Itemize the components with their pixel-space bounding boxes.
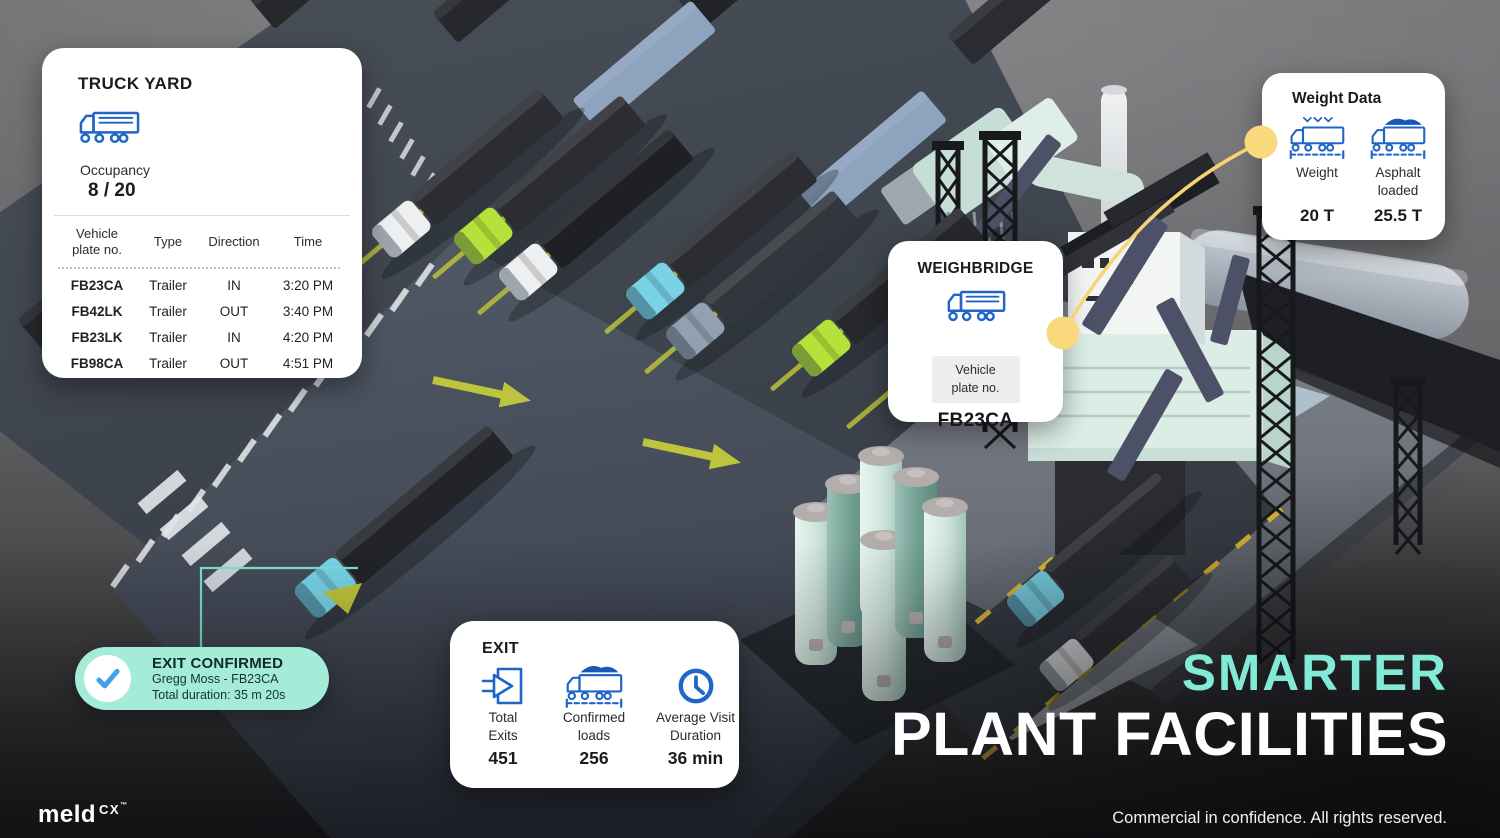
truck-yard-card: TRUCK YARD Occupancy 8 / 20 Vehicle plat… bbox=[42, 48, 362, 378]
weight-value: 20 T bbox=[1299, 206, 1335, 225]
exit-arrow-icon bbox=[460, 663, 546, 709]
weight-data-title: Weight Data bbox=[1292, 90, 1382, 107]
dotted-divider bbox=[58, 266, 340, 269]
table-row-plate: FB98CA bbox=[70, 356, 124, 371]
avg-visit-duration-stat: Average Visit Duration 36 min bbox=[642, 663, 749, 769]
table-row-type: Trailer bbox=[149, 304, 187, 319]
table-row-plate: FB42LK bbox=[71, 304, 123, 319]
weight-stat: Weight 20 T bbox=[1279, 117, 1355, 226]
truck-weigh-icon bbox=[1289, 117, 1345, 160]
col-header-type: Type bbox=[153, 234, 183, 250]
table-row-type: Trailer bbox=[149, 356, 187, 371]
col-header-plate: Vehicle plate no. bbox=[72, 226, 122, 258]
total-exits-value: 451 bbox=[488, 748, 518, 768]
occupancy-label: Occupancy bbox=[80, 162, 151, 178]
truck-icon bbox=[78, 108, 350, 154]
exit-card: EXIT Total Exits 451 bbox=[450, 621, 739, 788]
table-row-plate: FB23LK bbox=[71, 330, 123, 345]
exit-confirmed-toast: EXIT CONFIRMED Gregg Moss - FB23CA Total… bbox=[75, 647, 329, 710]
exit-confirmed-duration: Total duration: 35 m 20s bbox=[152, 687, 286, 702]
table-row-type: Trailer bbox=[149, 330, 187, 345]
weighbridge-card: WEIGHBRIDGE Vehicle plate no. FB23CA bbox=[888, 241, 1063, 431]
confirmed-loads-label: Confirmed loads bbox=[562, 710, 626, 743]
truck-loaded-icon bbox=[1370, 118, 1426, 160]
table-row-plate: FB23CA bbox=[70, 278, 124, 293]
table-row-time: 3:20 PM bbox=[282, 278, 334, 293]
asphalt-loaded-value: 25.5 T bbox=[1373, 206, 1423, 225]
confidentiality-note: Commercial in confidence. All rights res… bbox=[1112, 809, 1447, 827]
weight-data-card: Weight Data Weight 20 T bbox=[1262, 73, 1445, 240]
divider bbox=[54, 215, 350, 216]
exit-confirmed-driver: Gregg Moss - FB23CA bbox=[152, 672, 279, 686]
check-circle bbox=[84, 655, 131, 702]
truck-loaded-icon bbox=[546, 663, 642, 709]
weight-label: Weight bbox=[1296, 165, 1338, 180]
total-exits-stat: Total Exits 451 bbox=[460, 663, 546, 769]
total-exits-label: Total Exits bbox=[488, 710, 518, 743]
headline: SMARTER PLANT FACILITIES bbox=[891, 647, 1448, 765]
table-row-direction: IN bbox=[227, 278, 241, 293]
headline-main: PLANT FACILITIES bbox=[891, 700, 1448, 768]
plate-value: FB23CA bbox=[937, 410, 1014, 431]
headline-accent: SMARTER bbox=[1181, 644, 1448, 701]
exit-confirmed-title: EXIT CONFIRMED bbox=[152, 655, 284, 672]
table-row-time: 4:20 PM bbox=[282, 330, 334, 345]
table-row-time: 4:51 PM bbox=[282, 356, 334, 371]
avg-visit-duration-value: 36 min bbox=[667, 748, 724, 768]
confirmed-loads-stat: Confirmed loads 256 bbox=[546, 663, 642, 769]
table-row-direction: OUT bbox=[219, 304, 249, 319]
check-icon bbox=[95, 668, 120, 688]
asphalt-loaded-label: Asphalt loaded bbox=[1375, 165, 1421, 199]
confirmed-loads-value: 256 bbox=[579, 748, 609, 768]
table-row-direction: OUT bbox=[219, 356, 249, 371]
table-row-time: 3:40 PM bbox=[282, 304, 334, 319]
weighbridge-title: WEIGHBRIDGE bbox=[917, 260, 1034, 277]
clock-icon bbox=[642, 663, 749, 709]
occupancy-value: 8 / 20 bbox=[88, 180, 136, 201]
table-row-type: Trailer bbox=[149, 278, 187, 293]
col-header-direction: Direction bbox=[208, 234, 260, 250]
avg-visit-duration-label: Average Visit Duration bbox=[655, 710, 736, 743]
plate-label-box: Vehicle plate no. bbox=[931, 356, 1020, 403]
asphalt-loaded-stat: Asphalt loaded 25.5 T bbox=[1355, 117, 1441, 226]
truck-yard-table: Vehicle plate no. Type Direction Time FB… bbox=[54, 222, 350, 377]
col-header-time: Time bbox=[293, 234, 323, 250]
truck-yard-title: TRUCK YARD bbox=[78, 74, 193, 93]
truck-icon bbox=[888, 287, 1063, 332]
exit-title: EXIT bbox=[482, 640, 519, 657]
table-row-direction: IN bbox=[227, 330, 241, 345]
